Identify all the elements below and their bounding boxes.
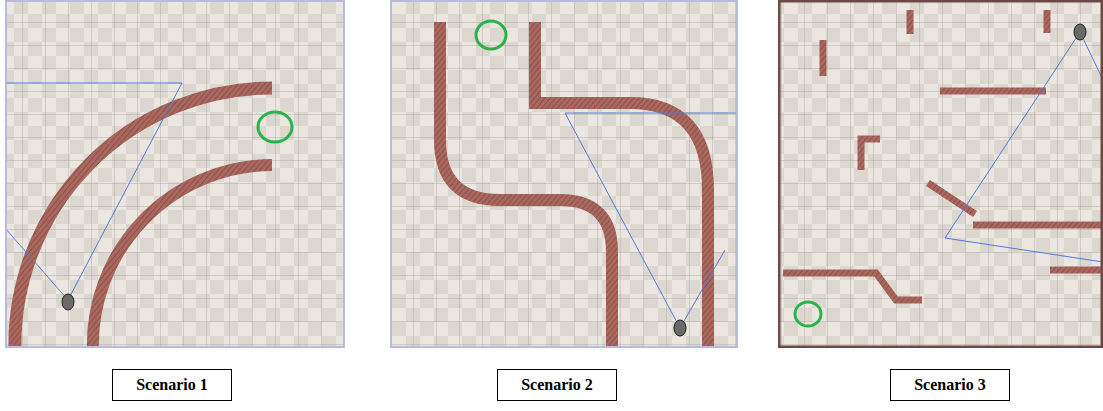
scenario-panel [390, 0, 738, 348]
caption-text: Scenario 2 [521, 376, 593, 394]
caption-box: Scenario 1 [112, 369, 232, 401]
caption-box: Scenario 2 [497, 369, 617, 401]
caption-box: Scenario 3 [890, 369, 1010, 401]
scenario-panel [5, 0, 345, 348]
scenario-panel [778, 0, 1103, 348]
caption-text: Scenario 3 [914, 376, 986, 394]
caption-text: Scenario 1 [136, 376, 208, 394]
